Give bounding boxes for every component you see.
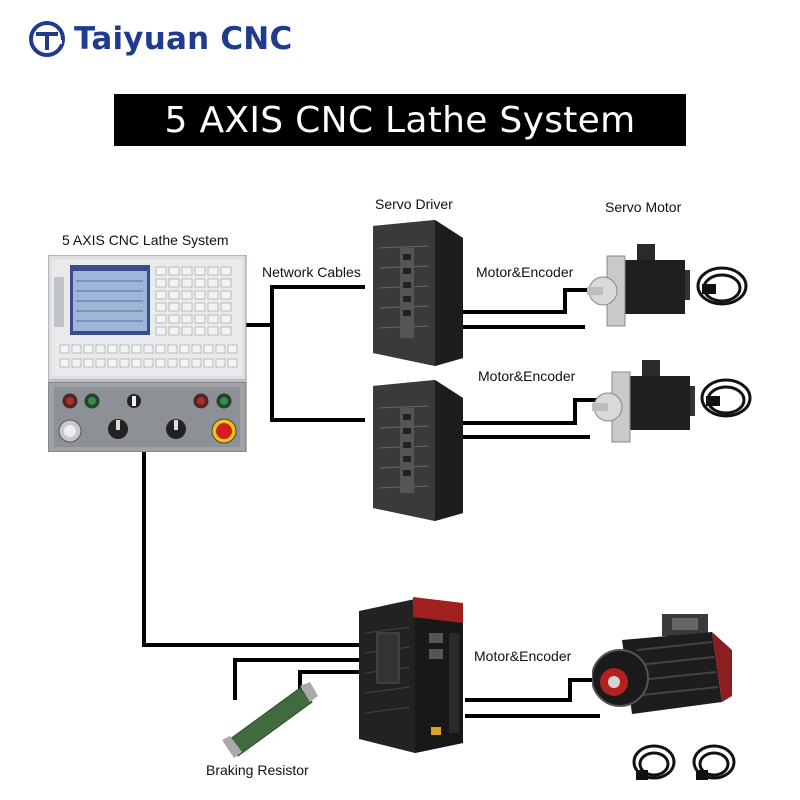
motor-cable-2a <box>462 398 598 425</box>
resistor-cable-a <box>233 658 362 700</box>
motor-encoder-label-3: Motor&Encoder <box>474 648 572 664</box>
servo-driver-2 <box>373 380 463 521</box>
network-cable-1 <box>245 285 365 327</box>
braking-resistor <box>222 682 318 758</box>
title-banner: 5 AXIS CNC Lathe System <box>114 94 686 146</box>
resistor-cable-b <box>298 670 362 690</box>
taiyuan-logo-icon <box>29 21 65 57</box>
servo-motor-1 <box>587 244 690 327</box>
encoder-cable-coil-3 <box>632 744 676 780</box>
motor-encoder-label-1: Motor&Encoder <box>476 264 574 280</box>
servo-driver-1 <box>373 220 463 366</box>
encoder-cable-coil-4 <box>692 744 736 780</box>
servo-motor-2 <box>592 360 695 443</box>
network-cable-3 <box>142 450 362 647</box>
network-cables-label: Network Cables <box>262 264 361 280</box>
controller-label: 5 AXIS CNC Lathe System <box>62 232 229 248</box>
encoder-cable-coil-1 <box>696 266 748 306</box>
cnc-controller <box>48 255 247 452</box>
brand: Taiyuan CNC <box>28 14 292 64</box>
servo-motor-label: Servo Motor <box>605 199 682 215</box>
brand-name: Taiyuan CNC <box>74 21 293 57</box>
spindle-motor <box>592 614 732 714</box>
encoder-cable-coil-2 <box>700 378 752 418</box>
servo-driver-label: Servo Driver <box>375 196 453 212</box>
motor-cable-1a <box>462 288 595 314</box>
network-cable-2 <box>270 325 365 422</box>
motor-encoder-label-2: Motor&Encoder <box>478 368 576 384</box>
page-title: 5 AXIS CNC Lathe System <box>164 99 636 141</box>
spindle-drive <box>359 597 463 753</box>
motor-cable-3a <box>465 678 600 702</box>
braking-resistor-label: Braking Resistor <box>206 762 309 778</box>
